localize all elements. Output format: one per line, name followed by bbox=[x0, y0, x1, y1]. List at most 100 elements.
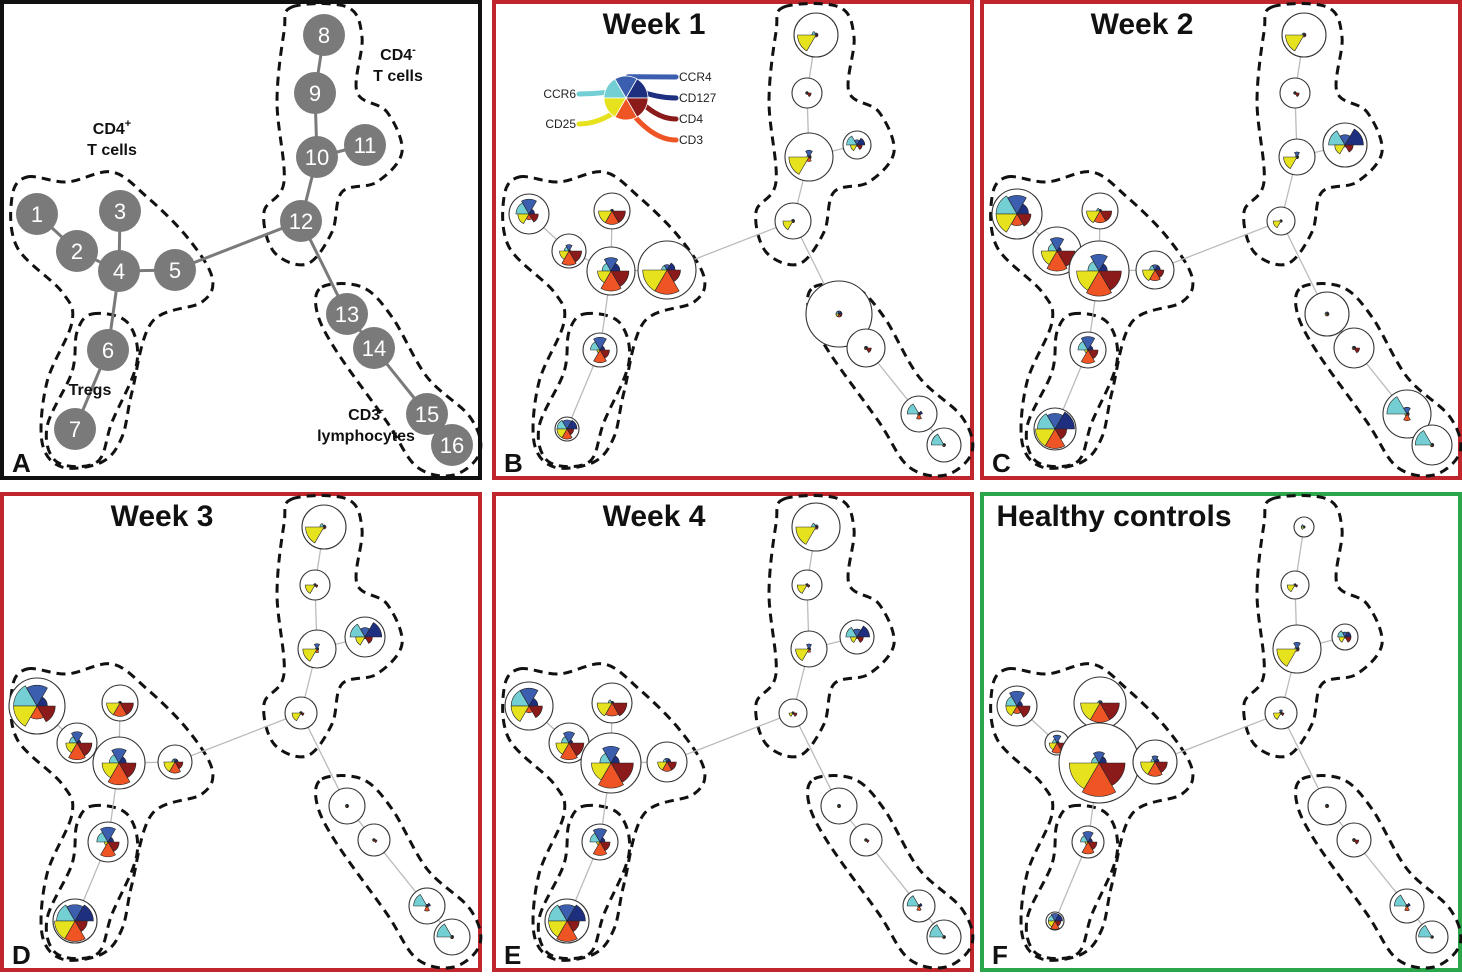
marker-wedge-cd3 bbox=[592, 841, 608, 856]
marker-wedge-cd3 bbox=[560, 742, 578, 761]
marker-wedge-ccr4 bbox=[1082, 831, 1094, 843]
tree-edge bbox=[666, 712, 794, 763]
tregs-cluster-outline bbox=[536, 311, 632, 469]
marker-wedge-cd25 bbox=[65, 742, 78, 754]
legend-tail-cd25 bbox=[576, 110, 616, 127]
marker-wedge-cd3 bbox=[600, 270, 622, 292]
marker-wedge-cd3 bbox=[916, 413, 922, 420]
cluster-number-label: 15 bbox=[415, 402, 439, 427]
legend-label-ccr4: CCR4 bbox=[679, 70, 712, 84]
star-node-14 bbox=[846, 328, 886, 368]
star-node-1 bbox=[504, 681, 554, 731]
cluster-node-12 bbox=[280, 200, 322, 242]
marker-wedge-cd25 bbox=[103, 841, 109, 846]
tregs-cluster-outline bbox=[44, 803, 140, 961]
cd4pos-cluster-outline bbox=[501, 170, 707, 470]
legend-label-ccr6: CCR6 bbox=[543, 87, 576, 101]
panel-letter-e: E bbox=[504, 940, 521, 970]
panel-c: Week 2C bbox=[980, 0, 1462, 480]
legend-label-cd3: CD3 bbox=[679, 133, 703, 147]
star-node-1 bbox=[508, 193, 550, 235]
star-node-15 bbox=[1382, 389, 1432, 439]
marker-wedge-ccr6 bbox=[413, 893, 428, 907]
marker-wedge-cd25 bbox=[782, 220, 794, 231]
marker-wedge-cd3 bbox=[68, 742, 86, 761]
tree-edge bbox=[1154, 220, 1282, 271]
star-node-2 bbox=[548, 722, 590, 764]
marker-wedge-cd3 bbox=[556, 920, 578, 942]
marker-wedge-cd25 bbox=[101, 762, 120, 779]
tregs-cluster-outline bbox=[1024, 803, 1120, 961]
cluster-number-label: 7 bbox=[69, 417, 81, 442]
star-node-5 bbox=[1135, 250, 1175, 290]
star-node-11 bbox=[1331, 623, 1359, 651]
marker-wedge-cd4 bbox=[856, 636, 864, 643]
cluster-number-label: 14 bbox=[362, 336, 386, 361]
star-node-7 bbox=[554, 416, 580, 442]
marker-wedge-cd127 bbox=[918, 410, 923, 415]
marker-wedge-ccr4 bbox=[602, 745, 620, 764]
star-node-4 bbox=[92, 736, 146, 790]
star-node-10 bbox=[784, 132, 834, 182]
marker-wedge-ccr6 bbox=[846, 135, 858, 146]
marker-wedge-cd25 bbox=[796, 584, 808, 594]
panel-title: Week 1 bbox=[603, 8, 706, 41]
marker-wedge-cd25 bbox=[788, 156, 810, 175]
star-node-15 bbox=[900, 395, 938, 433]
star-node-9 bbox=[299, 569, 331, 601]
marker-wedge-cd127 bbox=[1344, 128, 1364, 146]
star-node-4 bbox=[580, 732, 642, 794]
marker-wedge-cd25 bbox=[597, 270, 612, 284]
cluster-node-11 bbox=[344, 124, 386, 166]
marker-wedge-cd25 bbox=[795, 648, 810, 662]
marker-wedge-cd4 bbox=[1280, 712, 1285, 716]
marker-wedge-ccr6 bbox=[349, 623, 366, 638]
marker-wedge-cd4 bbox=[364, 636, 373, 644]
cluster-node-9 bbox=[294, 72, 336, 114]
marker-wedge-cd25 bbox=[1084, 349, 1089, 354]
cd4pos-cluster-outline bbox=[989, 170, 1195, 470]
marker-wedge-ccr4 bbox=[519, 687, 539, 707]
panel-title: Week 4 bbox=[603, 500, 706, 533]
star-node-4 bbox=[1068, 240, 1130, 302]
marker-wedge-cd3 bbox=[1404, 905, 1410, 912]
cd4neg-cluster-outline bbox=[262, 494, 404, 759]
marker-wedge-cd25 bbox=[1404, 413, 1408, 417]
cluster-node-2 bbox=[56, 230, 98, 272]
marker-wedge-ccr6 bbox=[1414, 430, 1433, 446]
marker-wedge-ccr4 bbox=[313, 643, 321, 650]
marker-wedge-cd4 bbox=[865, 347, 872, 353]
marker-wedge-cd25 bbox=[598, 210, 613, 224]
marker-wedge-ccr6 bbox=[1337, 630, 1346, 638]
marker-wedge-ccr4 bbox=[805, 150, 813, 158]
marker-wedge-cd25 bbox=[1338, 636, 1346, 643]
marker-wedge-cd25 bbox=[1276, 648, 1298, 667]
marker-wedge-cd25 bbox=[355, 636, 366, 646]
cluster-node-13 bbox=[326, 293, 368, 335]
cd3neg-cluster-outline bbox=[806, 774, 975, 970]
marker-wedge-ccr4 bbox=[1151, 755, 1159, 763]
panel-letter-f: F bbox=[992, 940, 1008, 970]
star-node-11 bbox=[1322, 122, 1368, 168]
star-node-3 bbox=[591, 682, 633, 724]
cd4neg-group-main: CD4 bbox=[380, 47, 412, 64]
marker-wedge-cd25 bbox=[302, 648, 318, 662]
star-node-3 bbox=[1073, 676, 1127, 730]
star-node-16 bbox=[433, 918, 471, 956]
marker-wedge-cd3 bbox=[1080, 349, 1096, 364]
marker-wedge-cd25 bbox=[425, 905, 428, 908]
star-node-7 bbox=[544, 898, 590, 944]
marker-wedge-cd25 bbox=[305, 526, 325, 544]
marker-wedge-cd4 bbox=[611, 702, 628, 717]
star-node-14 bbox=[357, 823, 391, 857]
cd3neg-cluster-outline bbox=[314, 282, 483, 478]
star-node-14 bbox=[1336, 822, 1372, 858]
tregs-cluster-outline bbox=[536, 803, 632, 961]
marker-wedge-ccr6 bbox=[1386, 396, 1408, 415]
panel-title: Healthy controls bbox=[996, 500, 1231, 533]
marker-wedge-cd127 bbox=[856, 625, 870, 638]
marker-wedge-cd25 bbox=[1041, 250, 1058, 265]
marker-wedge-cd25 bbox=[850, 636, 858, 643]
marker-wedge-cd25 bbox=[1035, 428, 1056, 447]
